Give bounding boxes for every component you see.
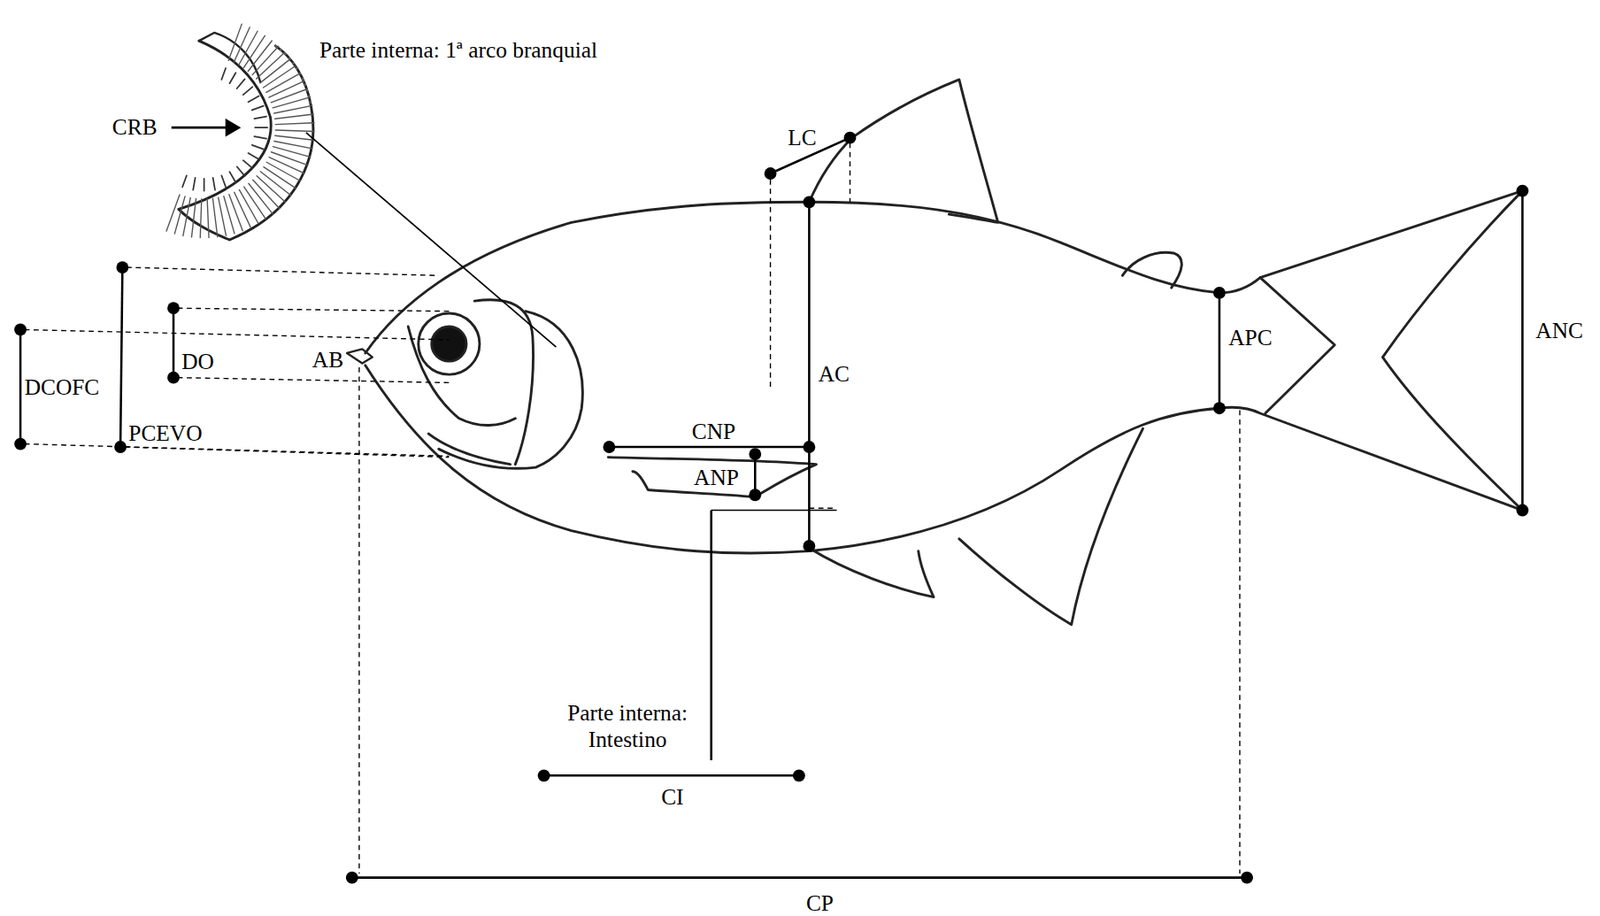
measure-label: ANC <box>1535 317 1584 345</box>
measure-dot <box>748 447 762 461</box>
measure-dot <box>748 488 762 501</box>
measure-label: Parte interna: Intestino <box>540 700 715 754</box>
measure-dot <box>1213 286 1226 300</box>
measure-label: DO <box>181 348 215 376</box>
measure-dot <box>1213 401 1226 415</box>
measure-dot <box>1515 184 1529 198</box>
measure-dot <box>14 323 27 337</box>
measure-dot <box>802 539 816 553</box>
measure-label: AC <box>818 361 850 388</box>
measure-dot <box>538 769 551 782</box>
measure-dot <box>1515 504 1529 517</box>
measure-dot <box>844 131 857 145</box>
measure-dot <box>1240 871 1254 885</box>
measure-dot <box>346 871 359 885</box>
measure-label: CP <box>806 889 834 916</box>
measure-label: APC <box>1228 324 1272 352</box>
measure-label: CI <box>661 784 684 811</box>
measure-dot <box>167 371 180 385</box>
measure-dot <box>802 440 816 454</box>
measure-label: CRB <box>112 114 158 141</box>
measure-dot <box>167 301 180 315</box>
measure-dot <box>802 195 816 208</box>
measure-label: Parte interna: 1ª arco branquial <box>319 37 598 64</box>
measure-dot <box>114 440 127 454</box>
measure-dot <box>602 440 616 454</box>
measure-dot <box>115 261 129 274</box>
measure-label: ANP <box>693 464 739 492</box>
measure-label: AB <box>312 346 344 374</box>
measure-label: PCEVO <box>128 420 202 447</box>
measure-dot <box>764 167 777 180</box>
measure-label: LC <box>787 124 816 152</box>
measure-dot <box>792 769 806 782</box>
measure-label: DCOFC <box>24 374 100 401</box>
measure-label: CNP <box>692 418 736 446</box>
measure-dot <box>14 438 27 451</box>
